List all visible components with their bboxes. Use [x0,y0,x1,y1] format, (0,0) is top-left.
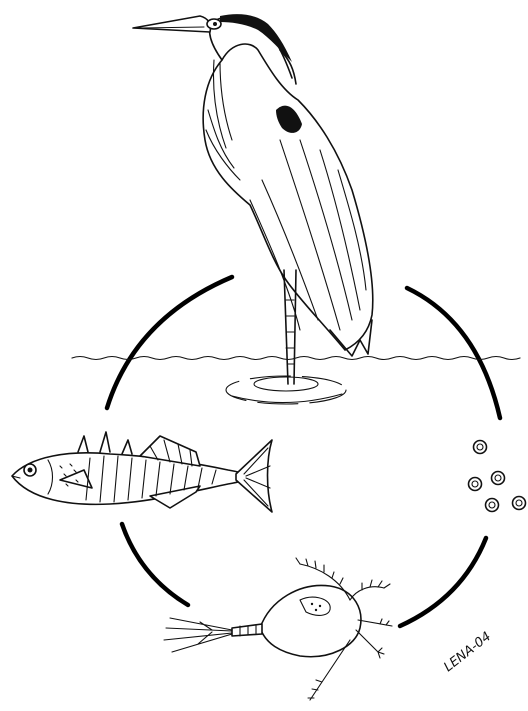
water-surface [72,357,520,405]
signature-text: LENA-04 [441,629,494,675]
stickleback-fish-icon [12,432,272,512]
artist-signature: LENA-04 [441,629,494,675]
copepod-icon [164,558,392,700]
heron-icon [133,14,373,384]
edge-fish-to-heron [107,277,232,408]
edge-eggs-to-copepod [400,538,486,626]
eggs-icon [469,441,526,512]
edge-heron-to-eggs [407,288,500,418]
edge-copepod-to-fish [122,524,188,605]
